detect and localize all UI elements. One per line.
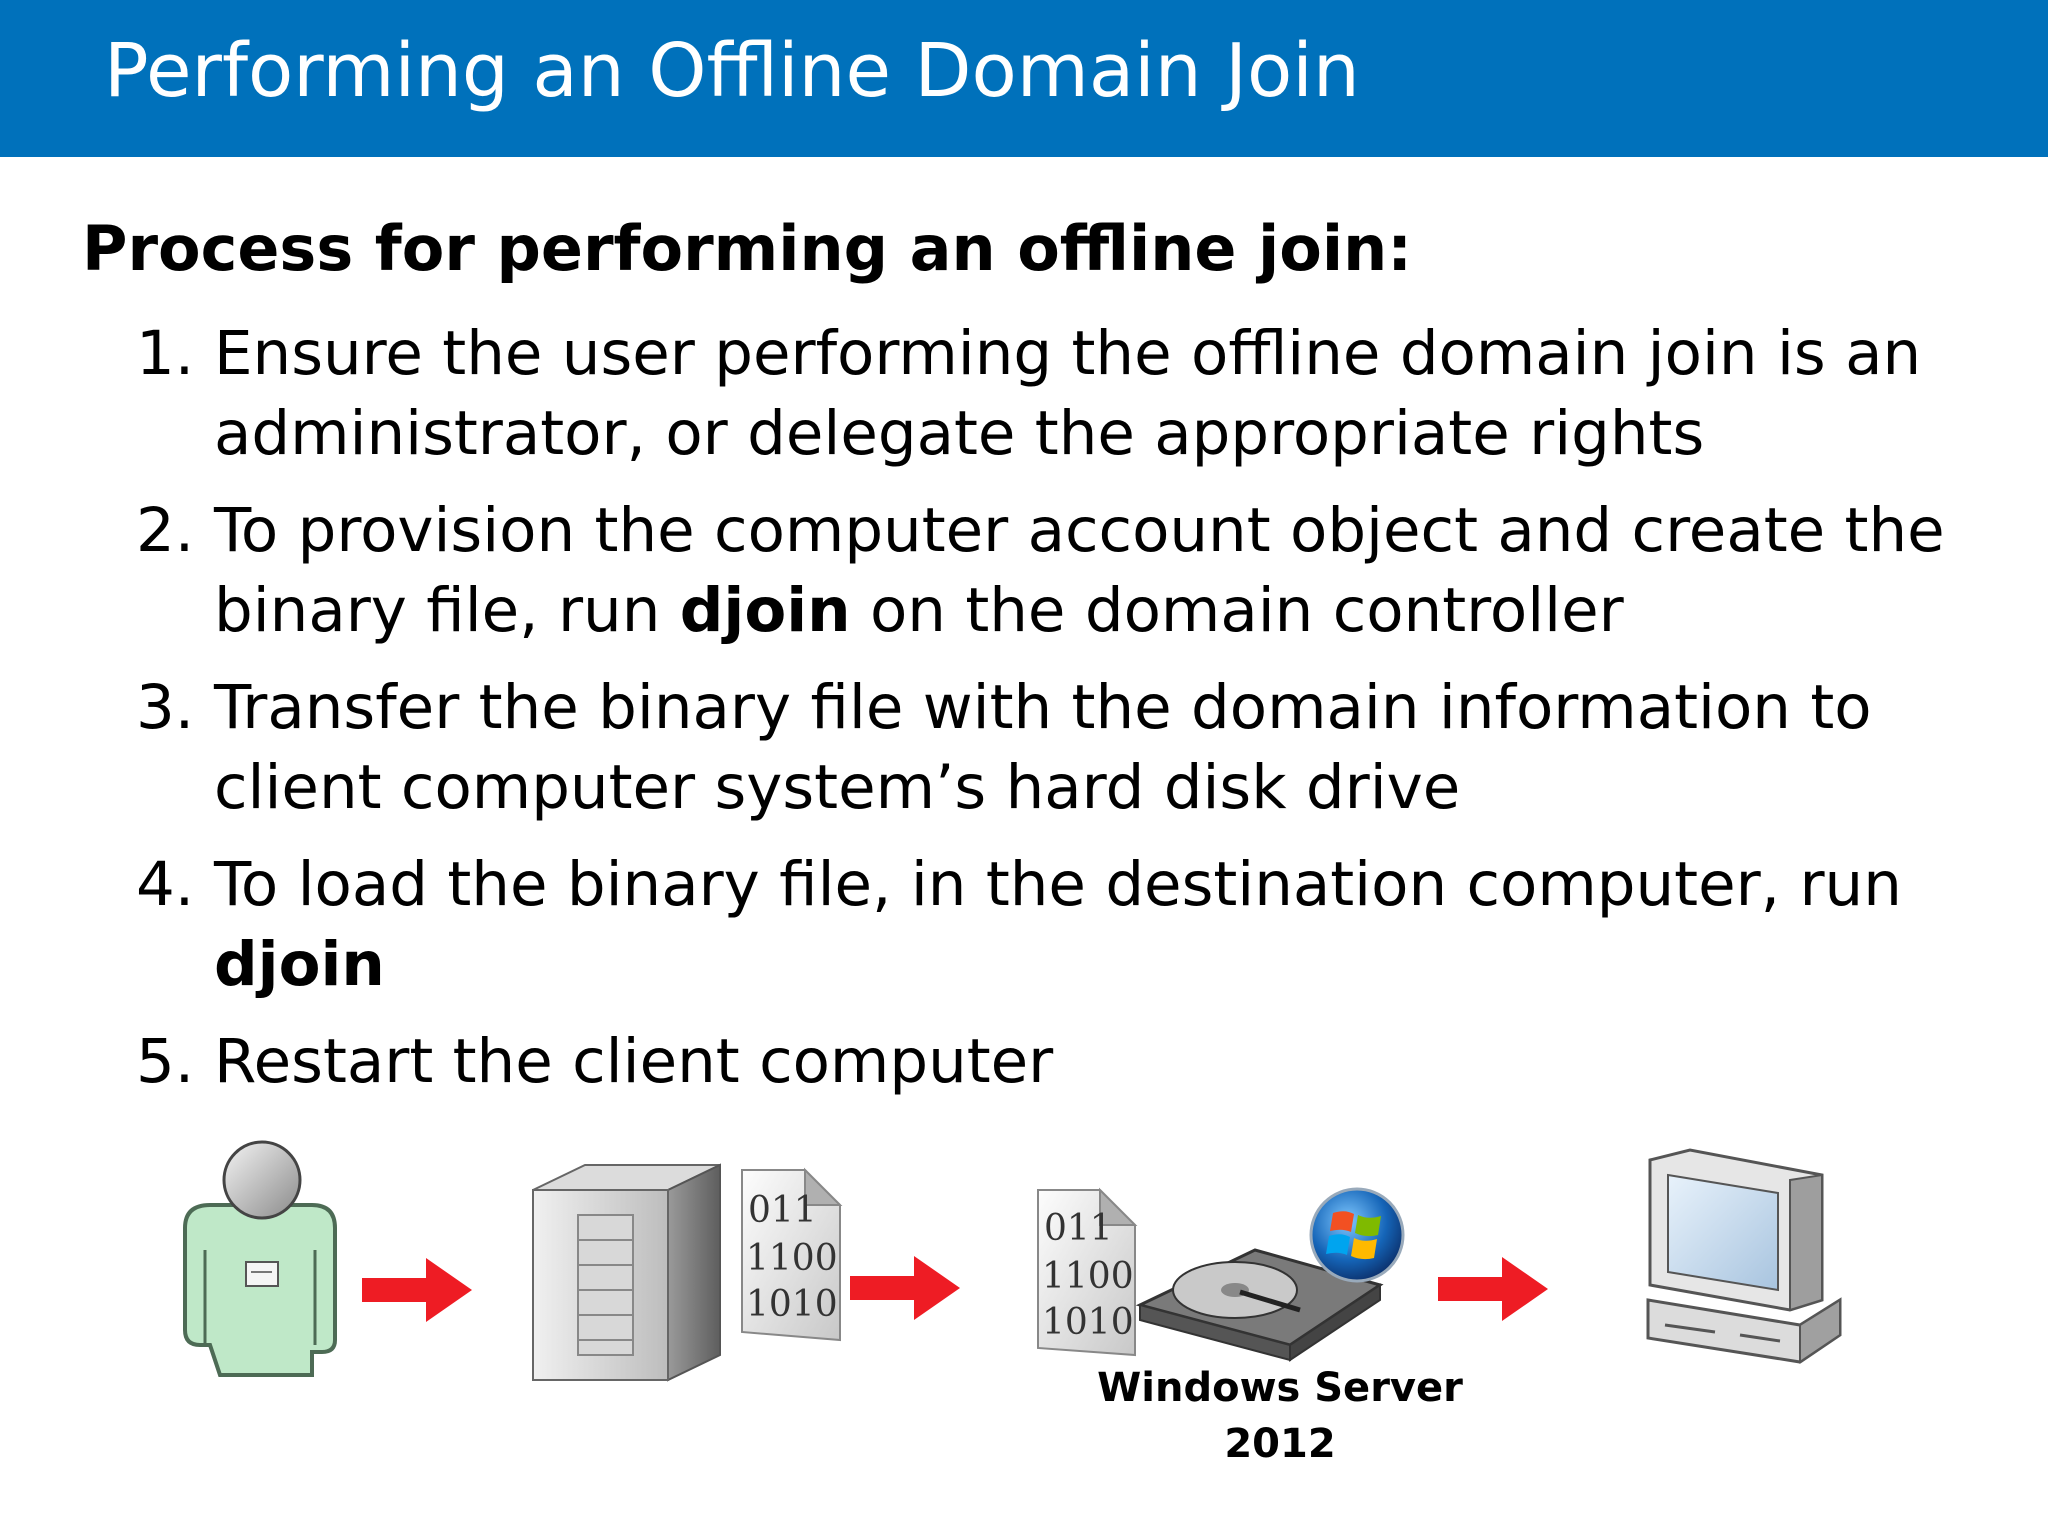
hard-disk-icon [1135, 1248, 1384, 1362]
svg-text:1100: 1100 [746, 1238, 838, 1279]
step-text: Restart the client computer [214, 1026, 1054, 1097]
step-text: To load the binary file, in the destinat… [214, 849, 1902, 1000]
process-diagram: 011 1100 1010 011 1100 1010 [183, 1140, 1842, 1382]
server-icon [532, 1163, 721, 1382]
step-number: 2. [136, 495, 195, 566]
step-number: 4. [136, 849, 195, 920]
step-number: 3. [136, 672, 195, 743]
title-bar: Performing an Offline Domain Join [0, 0, 2048, 157]
arrow-right-icon [850, 1256, 960, 1320]
command-djoin: djoin [214, 929, 385, 1000]
arrow-right-icon [1438, 1257, 1548, 1321]
step-number: 1. [136, 318, 195, 389]
svg-text:1010: 1010 [1042, 1302, 1134, 1343]
user-icon [183, 1140, 337, 1377]
step-text: Transfer the binary file with the domain… [214, 672, 1872, 823]
svg-text:1100: 1100 [1042, 1256, 1134, 1297]
svg-text:011: 011 [748, 1190, 817, 1231]
client-computer-icon [1646, 1148, 1842, 1364]
binary-file-icon: 011 1100 1010 [1037, 1187, 1138, 1357]
step-text: Ensure the user performing the offline d… [214, 318, 1922, 469]
step-text: To provision the computer account object… [214, 495, 1945, 646]
windows-server-caption: Windows Server 2012 [1097, 1365, 1463, 1467]
binary-file-icon: 011 1100 1010 [741, 1167, 843, 1342]
section-heading: Process for performing an offline join: [82, 212, 1413, 285]
svg-text:1010: 1010 [746, 1284, 838, 1325]
step-number: 5. [136, 1026, 195, 1097]
svg-text:011: 011 [1044, 1208, 1113, 1249]
arrow-right-icon [362, 1258, 472, 1322]
command-djoin: djoin [679, 575, 851, 646]
windows-logo-icon [1309, 1187, 1405, 1283]
slide-title: Performing an Offline Domain Join [104, 28, 1360, 114]
